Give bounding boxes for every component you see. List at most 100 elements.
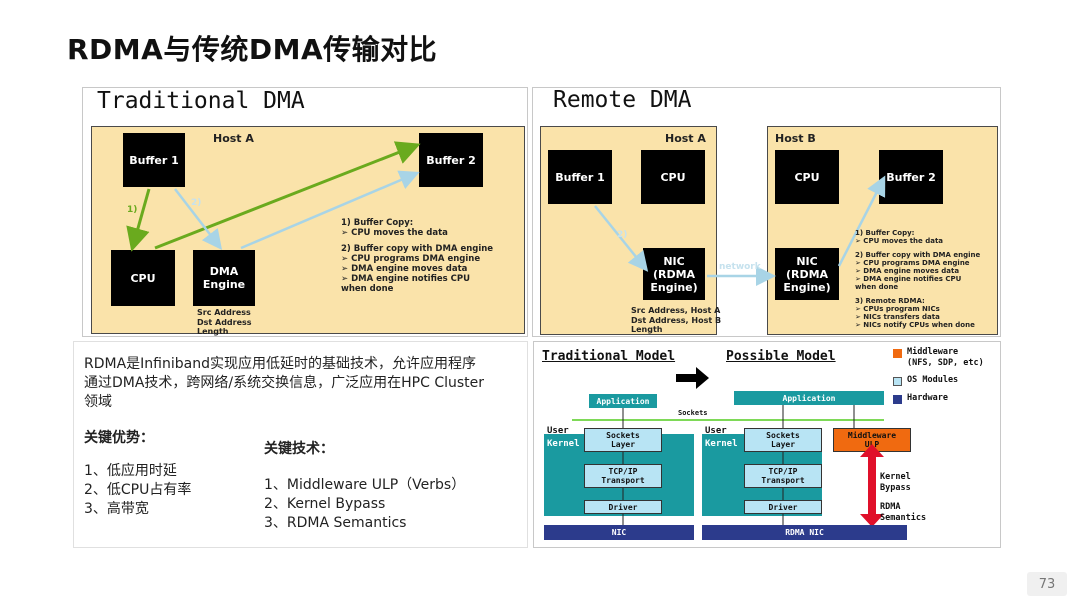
note-line: ➢ DMA engine moves data	[341, 264, 468, 274]
kernel-bypass-label: Kernel Bypass	[880, 472, 911, 494]
kernel-bypass-line: Bypass	[880, 483, 911, 493]
note-line: 1) Buffer Copy:	[341, 218, 414, 228]
remote-host-a-label: Host A	[665, 132, 706, 145]
traditional-step1: 1)	[127, 205, 138, 215]
remote-arrows	[594, 175, 886, 286]
traditional-sockets-layer: Sockets Layer	[584, 428, 662, 452]
note-line: when done	[341, 284, 394, 294]
tech-item: 3、RDMA Semantics	[264, 515, 407, 531]
advantage-item: 2、低CPU占有率	[84, 482, 192, 498]
possible-application: Application	[734, 391, 884, 405]
note-line: ➢ CPU moves the data	[341, 228, 448, 238]
note-line: when done	[855, 283, 899, 291]
sockets-layer-line: Layer	[610, 440, 636, 449]
tech-list: 1、Middleware ULP（Verbs） 2、Kernel Bypass …	[264, 476, 465, 533]
remote-nic-b: NIC (RDMA Engine)	[775, 248, 839, 300]
intro-line: RDMA是Infiniband实现应用低延时的基础技术，允许应用程序	[84, 356, 476, 372]
possible-driver: Driver	[744, 500, 822, 514]
sockets-layer-line: Layer	[770, 440, 796, 449]
possible-kernel-label: Kernel	[705, 439, 738, 449]
legend-swatch-os	[893, 377, 902, 386]
legend-hardware: Hardware	[907, 393, 948, 403]
note-line: ➢ CPU programs DMA engine	[855, 259, 970, 267]
tech-item: 2、Kernel Bypass	[264, 496, 386, 512]
remote-buffer2: Buffer 2	[879, 150, 943, 204]
tcpip-line: TCP/IP	[768, 467, 798, 476]
remote-nic-a: NIC (RDMA Engine)	[643, 248, 705, 300]
traditional-tcpip: TCP/IP Transport	[584, 464, 662, 488]
legend-sub: (NFS, SDP, etc)	[907, 358, 984, 368]
traditional-dma-panel: Traditional DMA Host A Buffer 1 Buffer 2…	[82, 87, 528, 337]
note-line: 1) Buffer Copy:	[855, 229, 915, 237]
sockets-layer-line: Sockets	[606, 431, 640, 440]
remote-host-b-label: Host B	[775, 132, 816, 145]
note-line: ➢ CPU programs DMA engine	[341, 254, 481, 264]
advantages-title: 关键优势：	[84, 430, 154, 446]
advantage-item: 3、高带宽	[84, 501, 149, 517]
traditional-user-label: User	[547, 426, 569, 436]
rdma-semantics-label: RDMA Semantics	[880, 502, 926, 524]
note-line: ➢ CPU moves the data	[855, 237, 944, 245]
network-label: network	[719, 262, 761, 272]
note-line: ➢ NICs notify CPUs when done	[855, 321, 975, 329]
right-arrow-icon	[676, 367, 709, 389]
traditional-notes: 1) Buffer Copy: ➢ CPU moves the data 2) …	[341, 218, 493, 294]
note-line: ➢ DMA engine notifies CPU	[855, 275, 962, 283]
nic-line: (RDMA	[652, 267, 696, 281]
traditional-model-title: Traditional Model	[542, 349, 676, 364]
note-line: 3) Remote RDMA:	[855, 297, 925, 305]
model-connectors	[622, 405, 884, 527]
dma-engine-line1: DMA	[209, 265, 239, 278]
traditional-application: Application	[589, 394, 657, 408]
remote-dma-heading: Remote DMA	[553, 87, 692, 113]
advantage-item: 1、低应用时延	[84, 463, 177, 479]
address-line: Src Address, Host A	[631, 306, 721, 315]
rdma-semantics-line: Semantics	[880, 513, 927, 523]
intro-line: 领域	[84, 394, 112, 410]
traditional-buffer2: Buffer 2	[419, 133, 483, 187]
summary-panel: RDMA是Infiniband实现应用低延时的基础技术，允许应用程序 通过DMA…	[73, 341, 528, 548]
note-line: ➢ NICs transfers data	[855, 313, 940, 321]
kernel-bypass-line: Kernel	[880, 472, 911, 482]
note-line: ➢ DMA engine moves data	[855, 267, 960, 275]
legend-label: Middleware	[907, 347, 959, 357]
note-line: 2) Buffer copy with DMA engine	[341, 244, 494, 254]
advantages-list: 1、低应用时延 2、低CPU占有率 3、高带宽	[84, 462, 191, 519]
nic-line: Engine)	[650, 280, 698, 294]
tcpip-line: TCP/IP	[608, 467, 638, 476]
possible-tcpip: TCP/IP Transport	[744, 464, 822, 488]
sockets-layer-line: Sockets	[766, 431, 800, 440]
legend-os-modules: OS Modules	[907, 375, 959, 385]
legend-swatch-middleware	[893, 349, 902, 358]
remote-notes: 1) Buffer Copy: ➢ CPU moves the data 2) …	[855, 229, 980, 329]
address-line: Length	[197, 327, 229, 336]
remote-dma-panel: Remote DMA Host A Host B Buffer 1 CPU CP…	[532, 87, 1001, 337]
traditional-step2: 2)	[191, 198, 202, 208]
page-title: RDMA与传统DMA传输对比	[67, 33, 438, 66]
models-panel: Traditional Model Possible Model Middlew…	[533, 341, 1001, 548]
middleware-ulp-line: Middleware	[847, 431, 897, 440]
note-line: 2) Buffer copy with DMA engine	[855, 251, 981, 259]
tcpip-line: Transport	[601, 476, 645, 485]
remote-buffer1: Buffer 1	[548, 150, 612, 204]
sockets-line	[572, 419, 884, 421]
remote-cpu-b: CPU	[775, 150, 839, 204]
traditional-buffer1: Buffer 1	[123, 133, 185, 187]
note-line: ➢ CPUs program NICs	[855, 305, 940, 313]
traditional-arrows	[126, 141, 421, 252]
tech-item: 1、Middleware ULP（Verbs）	[264, 477, 466, 493]
nic-line: Engine)	[783, 280, 831, 294]
intro-line: 通过DMA技术，跨网络/系统交换信息，广泛应用在HPC Cluster	[84, 375, 485, 391]
nic-line: (RDMA	[785, 267, 829, 281]
page-number: 73	[1027, 572, 1067, 596]
traditional-address-list: Src Address Dst Address Length	[197, 308, 252, 336]
traditional-driver: Driver	[584, 500, 662, 514]
address-line: Src Address	[197, 308, 251, 317]
traditional-host-a-label: Host A	[213, 132, 254, 145]
legend-swatch-hardware	[893, 395, 902, 404]
nic-line: NIC	[663, 254, 685, 268]
tcpip-line: Transport	[761, 476, 805, 485]
possible-model-title: Possible Model	[726, 349, 836, 364]
traditional-kernel-label: Kernel	[547, 439, 580, 449]
address-line: Dst Address, Host B	[631, 315, 722, 325]
